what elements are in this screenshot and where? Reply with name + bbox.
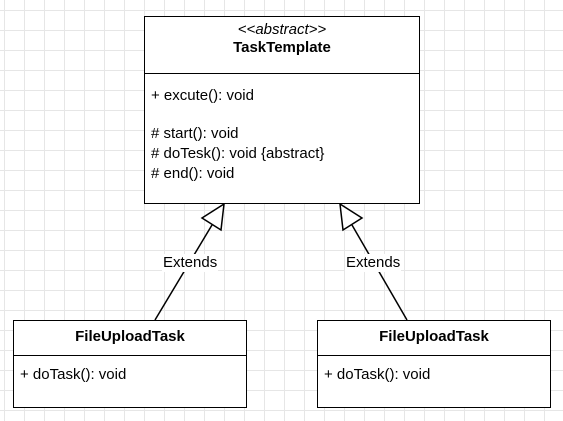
class-members: + excute(): void # start(): void # doTes…: [145, 74, 419, 184]
method-start: # start(): void: [151, 125, 239, 142]
method-excute: + excute(): void: [151, 87, 254, 104]
class-header: FileUploadTask: [14, 321, 246, 356]
class-header: FileUploadTask: [318, 321, 550, 356]
task-template-class[interactable]: <<abstract>> TaskTemplate + excute(): vo…: [144, 16, 420, 204]
class-header: <<abstract>> TaskTemplate: [145, 17, 419, 74]
method-dotesk: # doTesk(): void {abstract}: [151, 145, 325, 162]
class-members: + doTask(): void: [318, 356, 550, 385]
inheritance-arrowhead-right: [339, 202, 364, 232]
inheritance-arrowhead-left: [200, 202, 225, 232]
method-dotask: + doTask(): void: [324, 366, 431, 383]
extends-label-left: Extends: [162, 254, 219, 272]
class-name: TaskTemplate: [233, 39, 331, 56]
class-name: FileUploadTask: [379, 328, 489, 345]
extends-line-right: [351, 224, 408, 321]
method-dotask: + doTask(): void: [20, 366, 127, 383]
file-upload-task-class-left[interactable]: FileUploadTask + doTask(): void: [13, 320, 247, 408]
class-name: FileUploadTask: [75, 328, 185, 345]
method-end: # end(): void: [151, 165, 235, 182]
extends-label-right: Extends: [345, 254, 402, 272]
member-gap: [151, 106, 419, 124]
stereotype-label: <<abstract>>: [237, 21, 327, 38]
extends-line-left: [154, 224, 213, 321]
class-members: + doTask(): void: [14, 356, 246, 385]
file-upload-task-class-right[interactable]: FileUploadTask + doTask(): void: [317, 320, 551, 408]
